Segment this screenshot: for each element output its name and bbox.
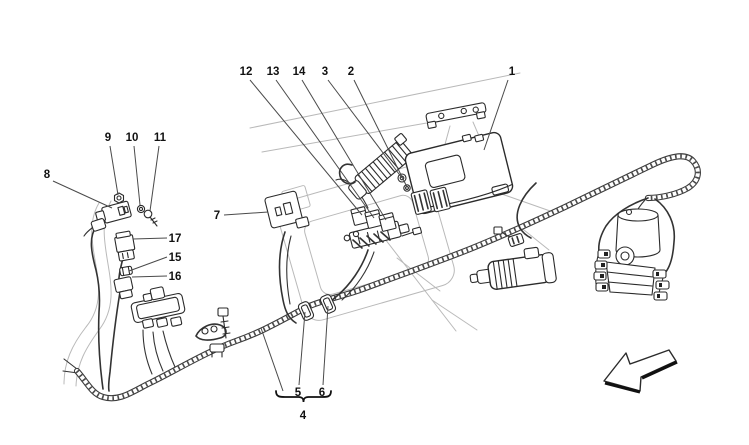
washer-10 [136,204,146,214]
connector-16 [113,276,134,300]
leader-line-1 [483,79,509,151]
hydraulic-power-unit [593,197,676,301]
harness-clamp-6 [319,294,337,314]
direction-arrow-icon [603,349,678,394]
solenoid-connectors-right [652,269,670,301]
callout-10: 10 [126,132,139,144]
leader-line-4 [260,327,284,392]
nut-9 [113,192,125,204]
relay-14 [378,212,397,232]
callout-15: 15 [169,252,182,264]
harness-clamp-5 [297,301,315,321]
clip-15 [119,265,133,277]
washer-2-target [403,184,411,192]
leader-line-13 [275,79,375,219]
leader-line-6 [322,305,329,386]
switch-panel [130,286,186,329]
ecu-mounting-bracket [425,102,487,129]
leader-line-3 [327,79,403,179]
callout-6: 6 [319,387,325,399]
callout-17: 17 [169,233,182,245]
switch-8-assembly [83,192,158,237]
solenoid-connectors-left [593,249,611,292]
callout-3: 3 [322,66,328,78]
callout-2: 2 [348,66,354,78]
leader-line-14 [301,79,387,221]
leader-line-5 [298,311,306,386]
relay-13 [364,209,383,229]
module-7-wires [278,231,297,324]
ecu-unit-1 [404,131,514,215]
leader-line-16 [131,275,168,278]
callout-12: 12 [240,66,253,78]
callout-7: 7 [214,210,220,222]
callout-13: 13 [267,66,280,78]
callout-14: 14 [293,66,306,78]
callout-5: 5 [295,387,302,399]
group-bracket-4 [275,390,332,403]
callout-16: 16 [169,271,182,283]
relay-17 [114,230,136,262]
relay-block [326,178,422,306]
gearbox-actuator [469,182,557,290]
control-module-7 [264,190,310,229]
ecu-connectors [410,186,451,215]
callout-1: 1 [509,66,516,78]
leader-line-17 [132,237,168,240]
leader-line-11 [149,145,160,212]
callout-11: 11 [154,132,167,144]
callout-8: 8 [44,169,51,181]
ecu-harness-connector [338,133,414,200]
callout-4: 4 [300,410,307,422]
callout-9: 9 [105,132,111,144]
leader-line-7 [223,211,269,216]
leader-line-15 [128,256,168,272]
car-body-context-lines [63,72,554,387]
screw-11 [143,209,158,227]
leader-line-10 [133,145,141,206]
harness-branch-wires [90,226,176,392]
ground-stud-and-eyelets [195,307,231,358]
leader-line-9 [109,145,119,196]
leader-line-2 [353,79,408,188]
main-wiring-harness [62,156,698,398]
switch-8-connector [83,218,107,237]
leader-line-12 [249,79,363,216]
leader-line-8 [52,180,113,209]
